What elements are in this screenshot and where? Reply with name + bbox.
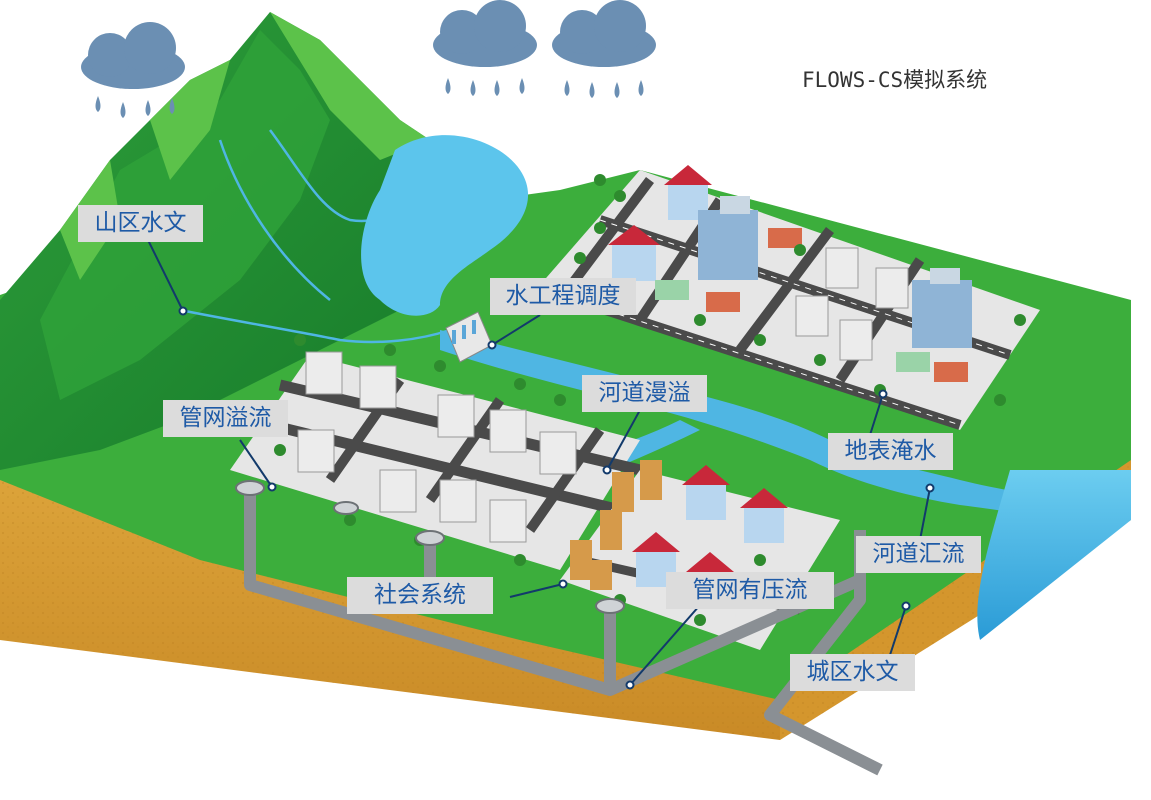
office-tower [912,268,972,348]
label-river-confluence: 河道汇流 [856,536,981,573]
clouds [81,0,656,118]
callout-lines [147,239,935,690]
label-urban-hydrology: 城区水文 [790,654,915,691]
brown-towers [570,460,662,590]
cloud-3 [552,0,656,98]
house [664,165,712,220]
label-surface-inundation: 地表淹水 [828,433,953,470]
cloud-1 [81,22,185,118]
apartment [795,247,909,361]
office-tower [698,196,758,280]
label-pipe-overflow: 管网溢流 [163,400,288,437]
manholes [235,480,625,614]
label-hydraulic-scheduling: 水工程调度 [490,278,636,315]
label-mountain-hydrology: 山区水文 [78,205,203,242]
waterfall [977,470,1131,640]
dam [445,311,493,363]
label-river-overbank: 河道漫溢 [582,375,707,412]
house [608,225,660,281]
reservoir-lake [361,135,529,316]
label-pipe-pressure-flow: 管网有压流 [666,572,834,609]
greenhouse [655,228,968,382]
label-social-system: 社会系统 [347,577,493,614]
cloud-2 [433,0,537,96]
apartment-lower [297,351,577,543]
system-title: FLOWS-CS模拟系统 [802,68,988,92]
